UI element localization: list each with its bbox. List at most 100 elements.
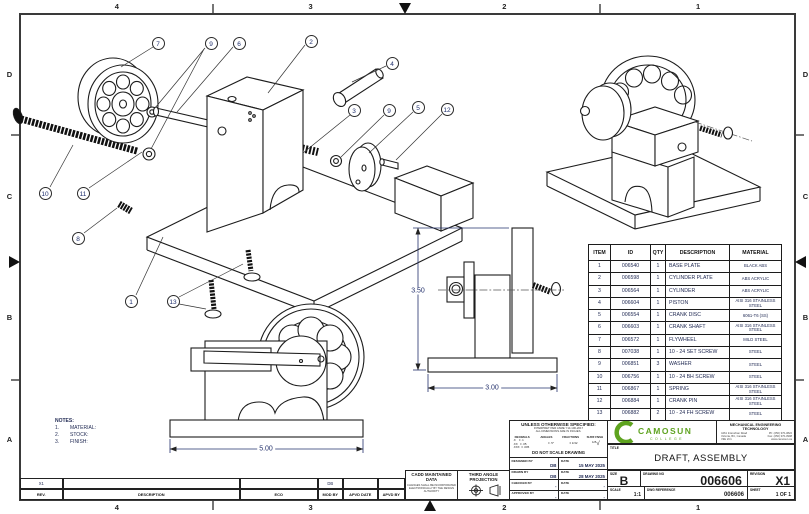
balloon-9: 9 [204, 36, 218, 50]
table-cell: 1 [650, 272, 666, 286]
table-cell: 3 [650, 358, 666, 372]
zone-label: B [802, 313, 809, 323]
col-header-item: ITEM [588, 244, 611, 261]
table-cell: 10 [588, 370, 611, 384]
table-cell: 11 [588, 382, 611, 397]
table-cell: 006540 [610, 259, 651, 274]
zone-strip-right: D C B A [796, 14, 809, 500]
table-cell: AISI 316 STAINLESS STEEL [729, 395, 782, 409]
table-cell: CYLINDER [665, 284, 730, 298]
sheet-size: B [619, 474, 629, 488]
dim-front-width: 5.00 [257, 445, 275, 453]
uos-interpret: INTERPRET PER ASME Y14.100-2017 [533, 426, 584, 430]
balloon-1: 1 [124, 294, 138, 308]
drawing-title: DRAFT, ASSEMBLY [654, 453, 748, 464]
zone-label: 4 [114, 2, 119, 11]
sheet-value: 1 OF 1 [775, 492, 791, 498]
dwg-reference-value: 006606 [723, 492, 744, 498]
table-cell: CRANK PIN [665, 395, 730, 409]
balloon-2: 2 [304, 34, 318, 48]
table-cell: 006884 [610, 395, 651, 409]
rev-header: MOD BY [317, 488, 343, 500]
table-cell: CRANK SHAFT [665, 321, 730, 335]
table-cell: 007038 [610, 346, 651, 360]
rev-value [239, 477, 318, 489]
table-cell: 10 - 24 SET SCREW [665, 346, 730, 360]
assembled-view [545, 55, 762, 230]
table-cell: 1 [650, 370, 666, 384]
zone-label: 2 [502, 2, 507, 11]
table-cell: 1 [588, 259, 611, 274]
balloon-6: 6 [232, 36, 246, 50]
table-cell: 7 [588, 333, 611, 348]
front-view [169, 303, 365, 453]
surface-finish-symbol: 125√ [591, 441, 600, 448]
revision-strip: X1 DB REV. DESCRIPTION ECO MOD BY APVD D… [19, 477, 405, 500]
col-header-material: MATERIAL [729, 244, 782, 261]
zone-label: A [802, 434, 809, 444]
table-cell: 006572 [610, 333, 651, 348]
drawing-number: 006606 [700, 474, 742, 488]
note-item: 1.MATERIAL: [55, 425, 97, 431]
table-cell: 006598 [610, 272, 651, 286]
table-cell: 10 - 24 FH SCREW [665, 407, 730, 421]
uos-heading: UNLESS OTHERWISE SPECIFIED: [521, 422, 596, 427]
zone-label: 3 [308, 2, 313, 11]
table-cell: BLACK ABS [729, 259, 782, 274]
table-cell: 6061-T6 (SS) [729, 309, 782, 323]
col-header-qty: QTY [650, 244, 666, 261]
sheet-frame [9, 3, 806, 511]
table-cell: CYLINDER PLATE [665, 272, 730, 286]
uos-units: ALL DIMENSIONS ARE IN INCHES. [535, 429, 582, 434]
table-cell: 3 [588, 284, 611, 298]
notes-heading: NOTES: [55, 418, 74, 424]
balloon-11: 11 [76, 186, 90, 200]
table-cell: 006554 [610, 309, 651, 323]
cadd-title: CADD MAINTAINED DATA [411, 472, 452, 482]
revision-value: X1 [775, 474, 790, 488]
title-block: CAMOSUN COLLEGE MECHANICAL ENGINEERING T… [607, 420, 795, 500]
table-cell: 006851 [610, 358, 651, 372]
table-cell: 1 [650, 321, 666, 335]
zone-label: 2 [502, 503, 507, 512]
exploded-view [12, 44, 475, 319]
table-cell: CRANK DISC [665, 309, 730, 323]
cadd-body: CHANGES SHALL BE INCORPORATED ELECTRONIC… [407, 483, 456, 493]
table-cell: 1 [650, 382, 666, 397]
balloon-7: 7 [151, 36, 165, 50]
signoff-row: APPROVED BY- DATE- [510, 489, 607, 500]
table-cell: ABS ACRYLIC [729, 272, 782, 286]
table-cell: 1 [650, 309, 666, 323]
balloon-4: 4 [385, 56, 399, 70]
zone-strip-bottom: 4 3 2 1 [20, 501, 795, 514]
zone-strip-top: 4 3 2 1 [20, 0, 795, 13]
table-cell: 006756 [610, 370, 651, 384]
table-cell: 1 [650, 284, 666, 298]
col-header-description: DESCRIPTION [665, 244, 730, 261]
table-cell: 6 [588, 321, 611, 335]
rev-header: APVD BY [377, 488, 405, 500]
zone-label: D [6, 70, 13, 80]
note-item: 2.STOCK: [55, 432, 89, 438]
balloon-5: 5 [411, 100, 425, 114]
table-cell: SPRING [665, 382, 730, 397]
scale-cell: SCALE 1:1 [607, 486, 645, 500]
table-cell: STEEL [729, 407, 782, 421]
signoff-row: CHECKED BY- DATE- [510, 479, 607, 490]
